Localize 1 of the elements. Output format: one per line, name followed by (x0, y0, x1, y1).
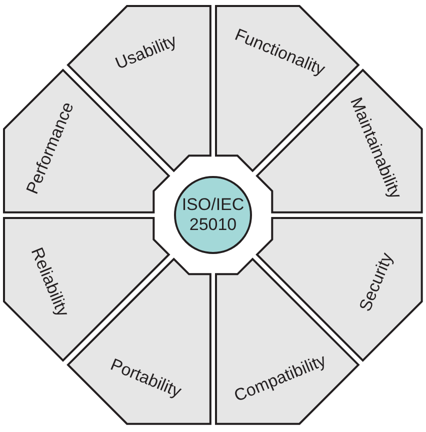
center-label: ISO/IEC 25010 (181, 195, 245, 234)
